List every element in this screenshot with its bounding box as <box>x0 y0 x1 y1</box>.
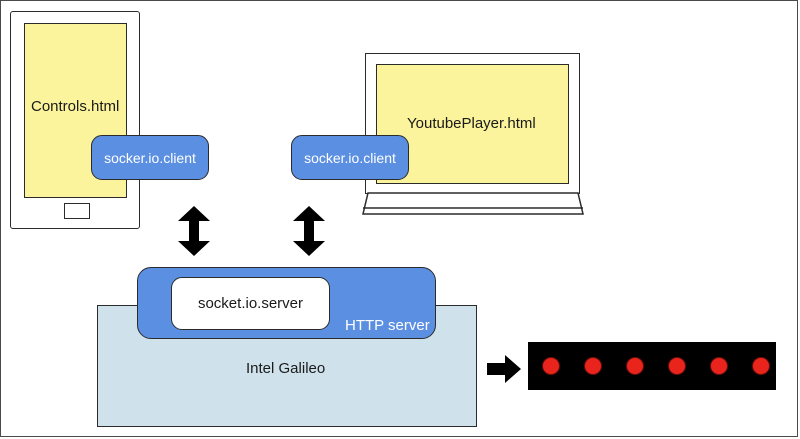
intel-galileo-label: Intel Galileo <box>246 360 326 377</box>
led-icon <box>584 357 602 375</box>
led-icon <box>752 357 770 375</box>
bidirectional-arrow-icon <box>293 206 325 256</box>
controls-socket-client: socker.io.client <box>91 135 209 180</box>
led-icon <box>710 357 728 375</box>
right-arrow-icon <box>487 355 521 383</box>
led-icon <box>668 357 686 375</box>
phone-icon <box>10 11 140 229</box>
led-icon <box>542 357 560 375</box>
controls-page-label: Controls.html <box>31 98 120 115</box>
led-icon <box>626 357 644 375</box>
http-server-label: HTTP server <box>345 317 430 334</box>
socket-io-server-box: socket.io.server <box>171 277 330 330</box>
phone-home-button <box>64 203 90 219</box>
bidirectional-arrow-icon <box>178 206 210 256</box>
led-strip <box>528 342 776 390</box>
player-socket-client: socker.io.client <box>291 135 409 180</box>
laptop-base <box>362 192 584 215</box>
youtube-player-page-label: YoutubePlayer.html <box>407 115 536 132</box>
